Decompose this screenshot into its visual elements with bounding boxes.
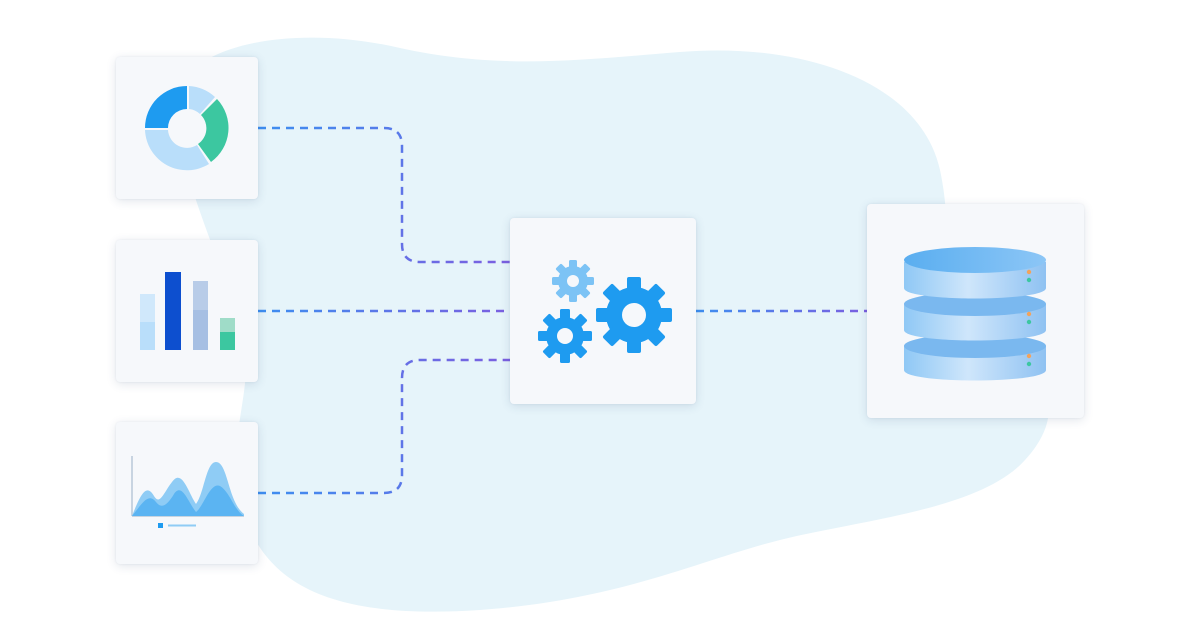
connector-pie-to-process [258, 126, 510, 264]
database-icon [904, 247, 1046, 381]
pie-chart-card[interactable] [116, 57, 258, 199]
area-chart-icon [131, 456, 244, 528]
bar-chart-icon [140, 272, 235, 350]
gears-icon [538, 260, 672, 363]
area-chart-card[interactable] [116, 422, 258, 564]
connector-area-to-process [258, 358, 510, 495]
donut-chart-icon [145, 86, 229, 171]
database-card[interactable] [867, 204, 1084, 418]
bar-chart-card[interactable] [116, 240, 258, 382]
processing-card[interactable] [510, 218, 696, 404]
